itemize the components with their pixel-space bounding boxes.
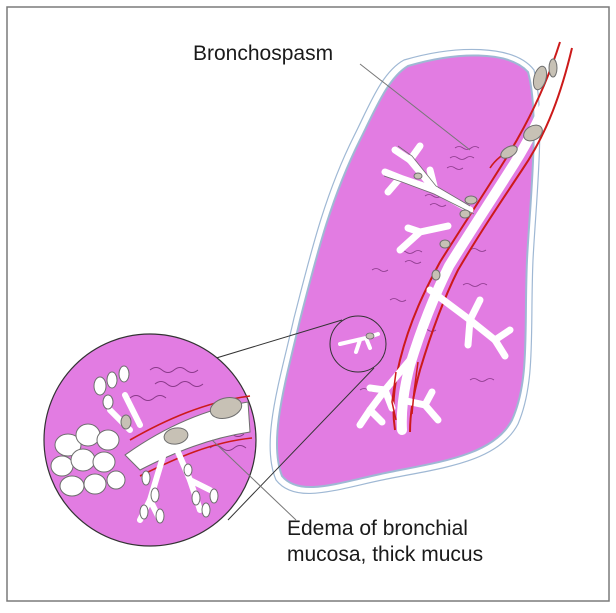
mucus-plug: [163, 427, 189, 445]
alveolus: [118, 365, 130, 383]
alveolus: [83, 473, 107, 495]
upper-branch-outline: [383, 145, 475, 215]
label-bronchospasm: Bronchospasm: [193, 42, 334, 65]
mucus-plug: [431, 269, 441, 281]
connector-bottom: [227, 367, 375, 521]
lower-branch-walls: [391, 361, 419, 421]
mucus-plug: [523, 124, 543, 142]
mucus-plug: [532, 65, 548, 91]
alveolus: [54, 433, 82, 457]
alveolus: [96, 429, 120, 451]
alveolus: [191, 490, 201, 506]
alveolus: [183, 463, 193, 477]
mucus-plugs: [413, 58, 558, 281]
magnified-view: [43, 333, 257, 547]
alveolus: [106, 470, 126, 490]
mucus-plug: [413, 172, 423, 180]
main-bronchus: [396, 39, 571, 435]
mucus-plug: [464, 195, 478, 205]
alveolus: [155, 508, 165, 524]
bronchial-tree: [356, 39, 573, 435]
alveolus: [209, 488, 219, 504]
leader-edema: [211, 439, 297, 521]
magnified-wall-lower: [139, 437, 253, 477]
alveolus: [106, 371, 118, 389]
mucus-plug: [500, 145, 518, 159]
mucus-plug: [439, 239, 451, 249]
alveolus: [139, 504, 149, 520]
alveolus: [150, 487, 160, 503]
lower-branches: [356, 286, 514, 429]
label-edema: Edema of bronchial mucosa, thick mucus: [287, 516, 483, 568]
alveolus: [93, 376, 107, 396]
alveolus: [201, 502, 211, 518]
alveolus: [75, 423, 101, 447]
mucus-plug: [209, 396, 243, 420]
magnified-mucus: [120, 396, 243, 445]
label-edema-line1: Edema of bronchial: [287, 517, 468, 540]
bronchus-wall-right: [409, 47, 573, 433]
alveolus: [50, 455, 74, 477]
alveolus: [92, 451, 116, 473]
mucus-plug: [459, 209, 471, 219]
label-edema-line2: mucosa, thick mucus: [287, 543, 484, 566]
alveolus: [59, 475, 85, 497]
alveolus: [102, 394, 114, 410]
mucus-plug-small: [365, 332, 375, 340]
alveoli: [50, 365, 219, 524]
alveolus: [141, 470, 151, 486]
mucus-plug: [548, 58, 558, 78]
mucus-plug: [120, 414, 132, 430]
leader-bronchospasm: [359, 63, 471, 151]
alveolus: [70, 448, 96, 472]
